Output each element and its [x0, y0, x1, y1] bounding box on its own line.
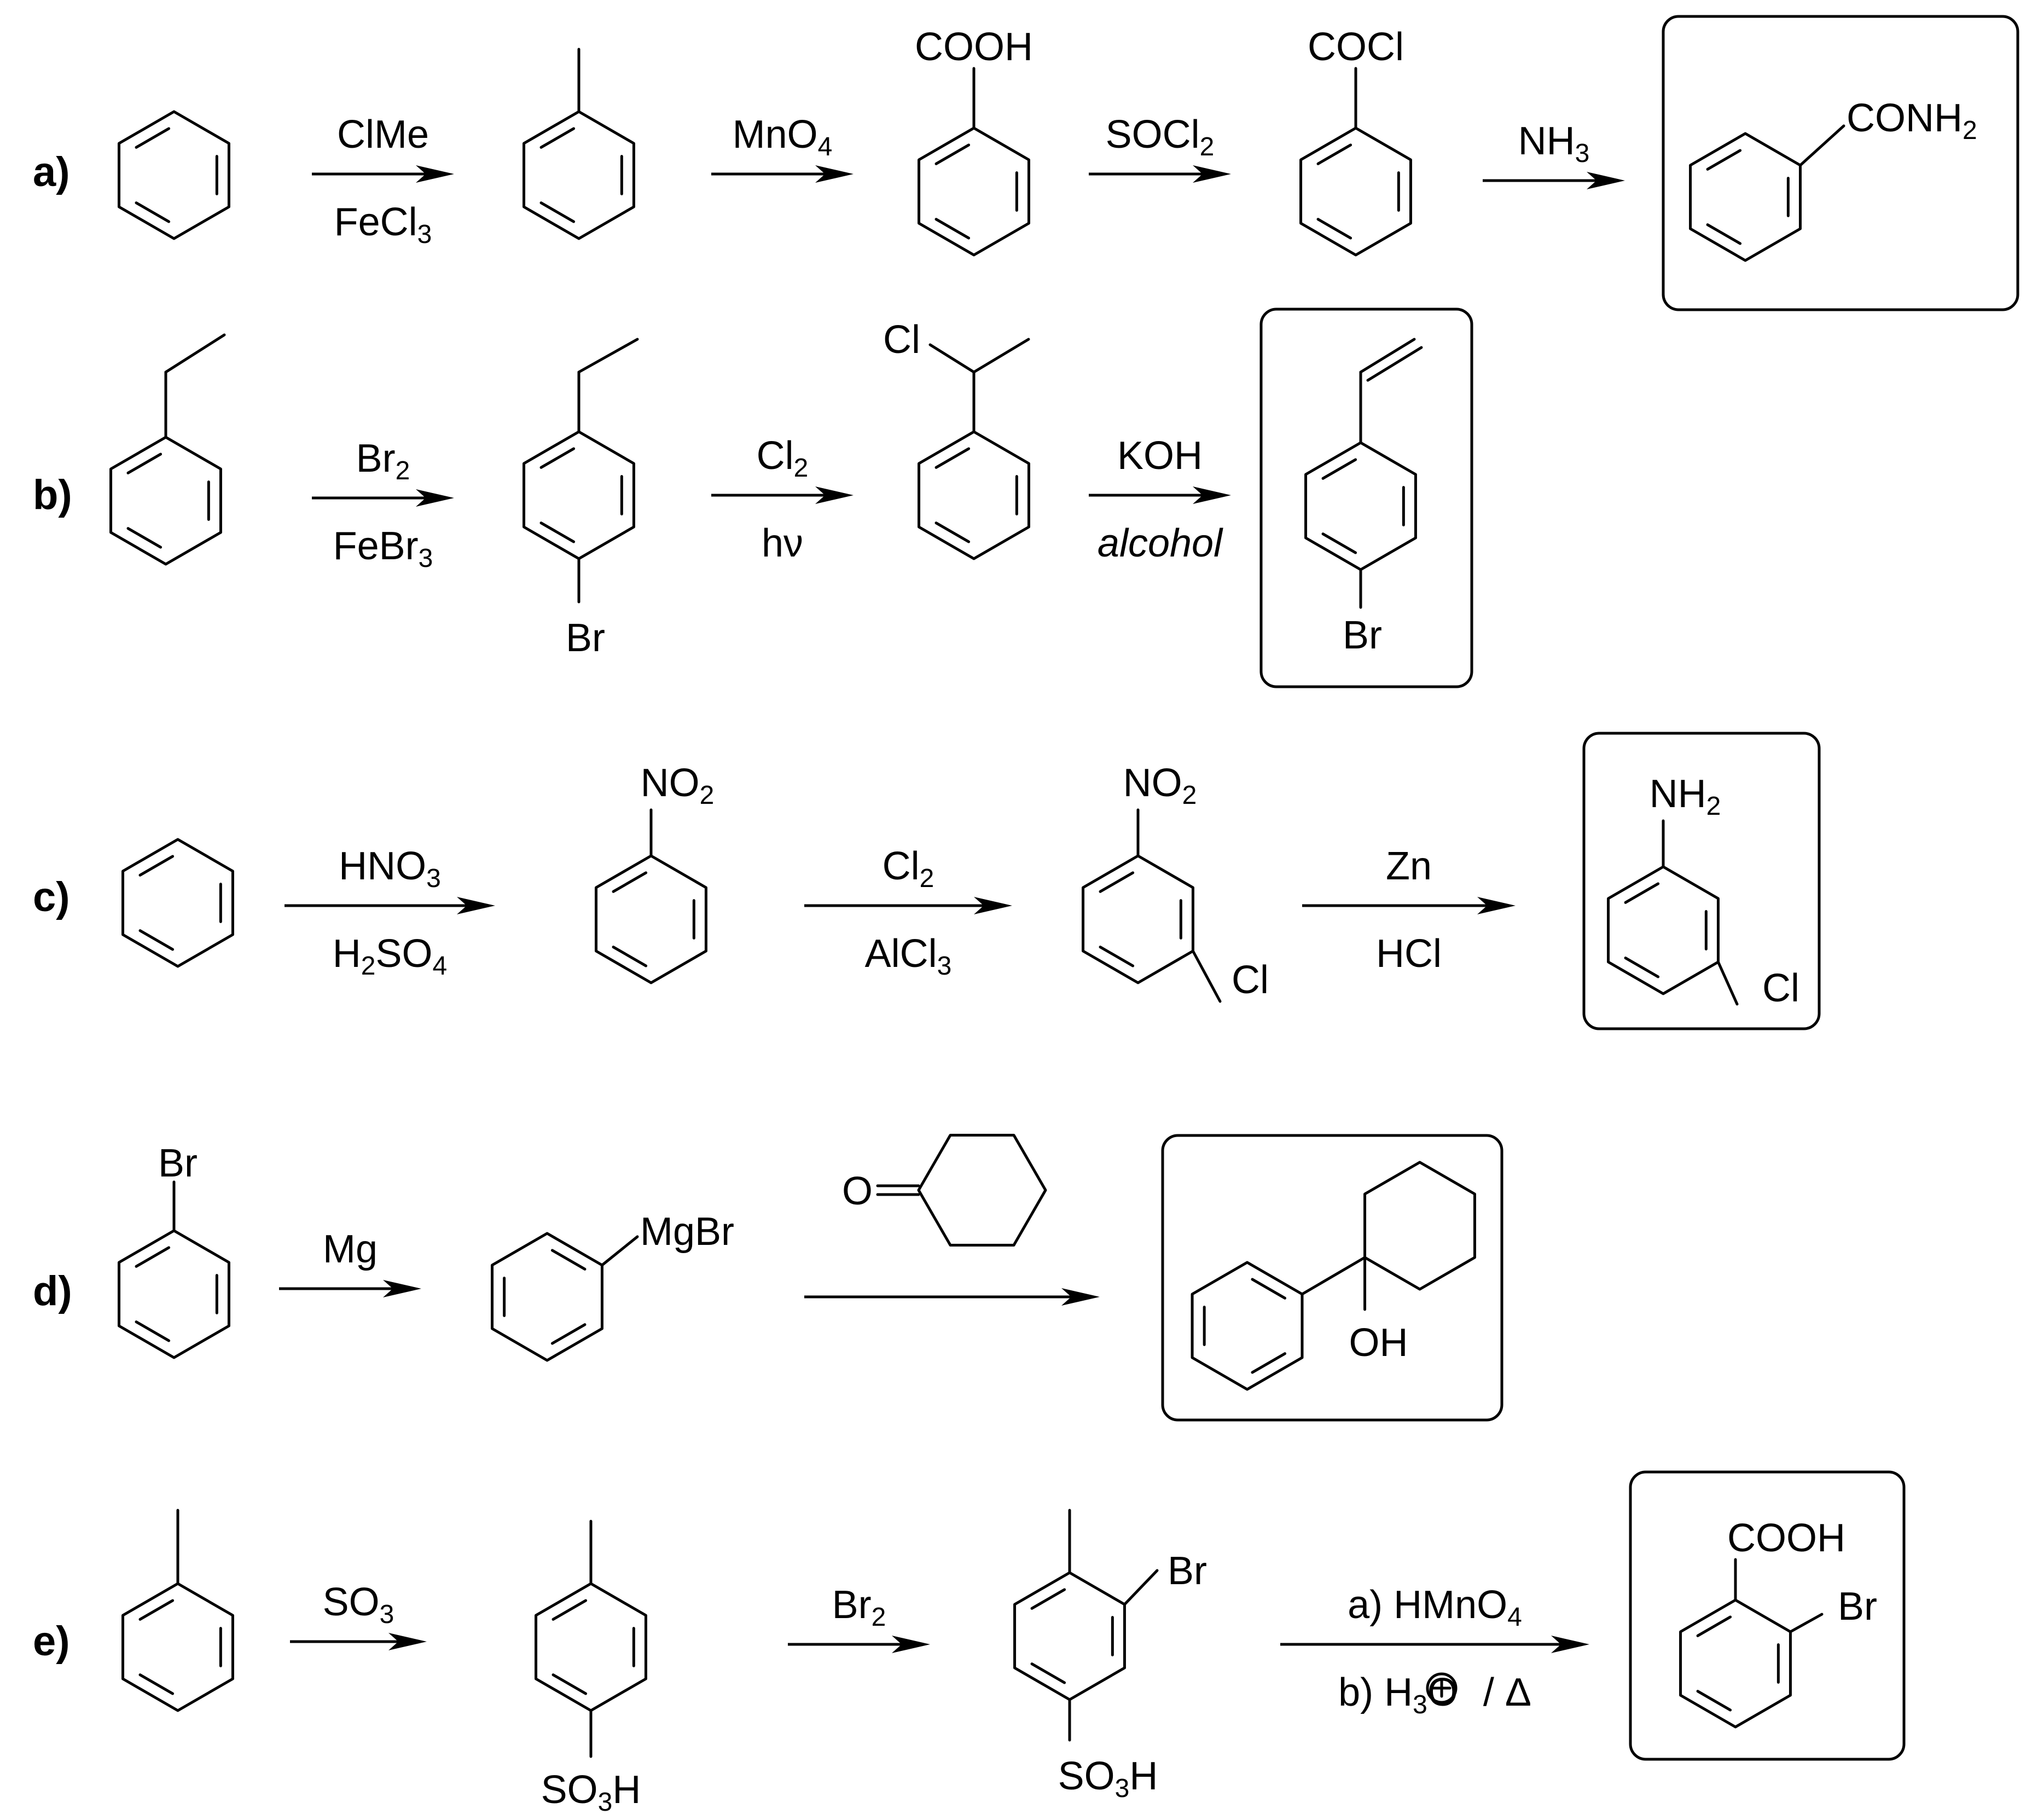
label-conh2-a5: CONH2 [1847, 96, 1977, 145]
label-oh-d3: OH [1349, 1321, 1408, 1365]
arrow-c1-condition: H2SO4 [333, 932, 447, 981]
label-no2-c3: NO2 [1123, 761, 1197, 810]
product-frame-e [1629, 1470, 1906, 1761]
arrow-b1-condition: FeBr3 [333, 524, 433, 573]
label-nh2-c4: NH2 [1650, 772, 1721, 821]
chloronitrobenzene-c3 [1082, 808, 1222, 1003]
bromotoluenesulfonic-acid-e3 [1013, 1509, 1159, 1742]
nitrobenzene-c2 [595, 808, 707, 984]
arrow-b2: Cl2 hν [711, 434, 854, 565]
bromoethylbenzene-b2 [522, 338, 639, 604]
arrow-b3: KOH alcohol [1089, 434, 1231, 565]
benzene-c1 [121, 838, 234, 968]
label-mgbr-d2: MgBr [640, 1210, 734, 1254]
arrow-a1-reagent: ClMe [337, 113, 429, 157]
label-so3h-e3: SO3H [1058, 1754, 1158, 1803]
cyclohexanone-reagent-d: O [842, 1134, 1047, 1247]
positive-charge-icon [1426, 1672, 1458, 1704]
product-frame-a [1662, 15, 2019, 311]
arrow-a4-reagent: NH3 [1518, 119, 1590, 168]
label-o-d: O [842, 1169, 873, 1213]
arrow-a3-reagent: SOCl2 [1106, 113, 1215, 161]
phenyl-ring-d3 [1191, 1261, 1304, 1391]
step-label-d: d) [33, 1268, 72, 1314]
label-cl-b3: Cl [883, 318, 920, 362]
bromostyrene-b4 [1304, 338, 1423, 609]
arrow-a1-condition: FeCl3 [334, 200, 432, 249]
label-no2-c2: NO2 [641, 761, 715, 810]
step-label-b: b) [33, 472, 72, 518]
arrow-e3-condition: b) H3O/ Δ [1338, 1671, 1531, 1719]
toluene-a2 [522, 48, 635, 240]
arrow-a2: MnO4 [711, 113, 854, 183]
chloroaniline-c4 [1607, 819, 1739, 1006]
arrow-e3-reagent: a) HMnO4 [1348, 1583, 1522, 1632]
arrow-c1-reagent: HNO3 [339, 844, 441, 893]
benzoyl-chloride-a4 [1299, 67, 1412, 257]
label-cooh-a3: COOH [915, 25, 1033, 69]
arrow-c2-reagent: Cl2 [883, 844, 934, 893]
toluenesulfonic-acid-e2 [535, 1520, 647, 1758]
benzene-a1 [118, 110, 230, 240]
toluene-e1 [121, 1509, 234, 1712]
arrow-a2-reagent: MnO4 [733, 113, 833, 161]
product-frame-b [1259, 308, 1473, 688]
step-label-e: e) [33, 1618, 70, 1665]
arrow-a4: NH3 [1483, 119, 1625, 189]
ethylbenzene-b1 [109, 333, 226, 566]
step-label-c: c) [33, 874, 70, 920]
label-br-e4: Br [1838, 1585, 1877, 1628]
label-cl-c3: Cl [1232, 958, 1269, 1002]
label-br-d1: Br [158, 1141, 198, 1185]
phenylmagnesium-bromide-d2 [491, 1232, 639, 1362]
label-br-b2: Br [566, 616, 605, 660]
phenylcyclohexanol-d3: OH [1191, 1161, 1476, 1391]
benzoic-acid-a3 [918, 67, 1030, 257]
product-frame-d [1161, 1134, 1503, 1422]
benzamide-a5 [1689, 124, 1845, 262]
arrow-b1-reagent: Br2 [356, 437, 410, 485]
arrow-b2-condition: hν [762, 521, 803, 565]
arrow-b3-reagent: KOH [1117, 434, 1203, 478]
arrow-d1-reagent: Mg [323, 1227, 378, 1271]
bromobenzoic-acid-e4 [1679, 1558, 1824, 1729]
label-cooh-e4: COOH [1727, 1516, 1845, 1560]
arrow-e1-reagent: SO3 [323, 1580, 394, 1629]
arrow-e2: Br2 [788, 1583, 930, 1653]
step-label-a: a) [33, 149, 70, 195]
label-so3h-e2: SO3H [541, 1768, 641, 1817]
arrow-d1: Mg [279, 1227, 421, 1297]
arrow-c3-reagent: Zn [1386, 844, 1432, 888]
arrow-e1: SO3 [290, 1580, 427, 1650]
label-cocl-a4: COCl [1308, 25, 1404, 69]
arrow-c2-condition: AlCl3 [865, 932, 952, 981]
chloroethylbenzene-b3 [918, 338, 1030, 560]
arrow-e2-reagent: Br2 [832, 1583, 886, 1632]
arrow-e3: a) HMnO4 b) H3O/ Δ [1280, 1583, 1589, 1719]
label-cl-c4: Cl [1762, 966, 1799, 1010]
arrow-b2-reagent: Cl2 [757, 434, 809, 483]
label-br-b4: Br [1343, 613, 1382, 657]
arrow-a3: SOCl2 [1089, 113, 1231, 183]
arrow-c3-condition: HCl [1376, 932, 1442, 976]
product-frame-c [1582, 732, 1821, 1030]
label-br-e3: Br [1168, 1549, 1207, 1593]
bromobenzene-d1 [118, 1180, 230, 1359]
arrow-d2 [804, 1288, 1100, 1306]
arrow-b3-condition: alcohol [1098, 521, 1223, 565]
